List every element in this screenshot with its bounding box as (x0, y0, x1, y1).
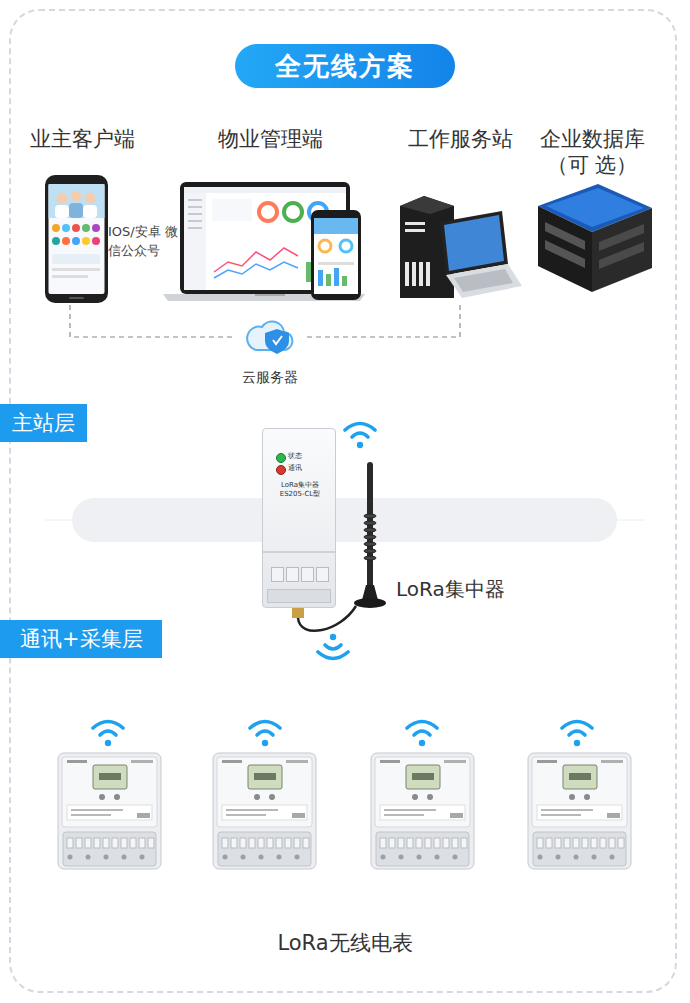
layer-tab: 通讯+采集层 (0, 620, 162, 658)
tab-label: 通讯+采集层 (20, 626, 143, 653)
caption-label: LoRa无线电表 (277, 930, 412, 957)
led-label: 通讯 (288, 464, 302, 473)
device-groove (263, 551, 335, 553)
node-heading: 业主客户端 (30, 126, 135, 153)
device-model: LoRa集中器 ES205-CL型 (273, 481, 327, 499)
title-text: 全无线方案 (275, 44, 415, 88)
tab-label: 主站层 (12, 410, 75, 437)
client-node: 业主客户端 IOS/安卓 微信公众号 (30, 120, 180, 305)
layer-tab: 主站层 (0, 404, 87, 442)
status-led (276, 453, 286, 463)
cloud-node: 云服务器 (235, 314, 305, 388)
workstation-node: 工作服务站 (395, 120, 525, 305)
node-label: 云服务器 (242, 368, 298, 386)
connector-line (305, 305, 460, 337)
terminal-slot (286, 567, 299, 582)
terminal-slot (271, 567, 284, 582)
title-pill: 全无线方案 (235, 44, 455, 88)
node-note: IOS/安卓 微信公众号 (108, 222, 178, 260)
connector-line (70, 305, 235, 337)
led-label: 状态 (288, 452, 302, 461)
management-node: 物业管理端 (160, 120, 370, 305)
node-heading: 物业管理端 (218, 126, 323, 153)
concentrator-device: LoRa集中器状态通讯LoRa集中器 ES205-CL型 (262, 428, 336, 608)
device-heading: LoRa集中器 (396, 576, 505, 602)
comm-led (276, 465, 286, 475)
node-heading: 工作服务站 (408, 126, 513, 153)
database-node: 企业数据库 （可 选） (524, 120, 660, 300)
node-heading: 企业数据库 （可 选） (532, 126, 652, 178)
terminal-slot (316, 567, 329, 582)
terminal-slot (301, 567, 314, 582)
device-rim (267, 589, 331, 603)
